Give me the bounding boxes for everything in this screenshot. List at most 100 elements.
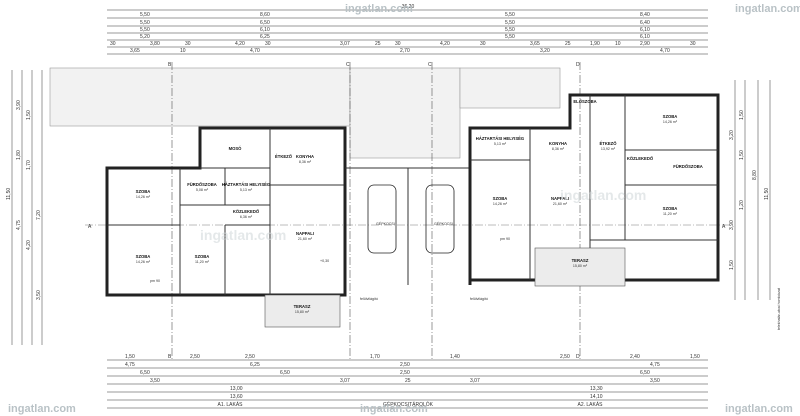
bottom-dim: 6,50 [640, 370, 650, 376]
watermark-center-left: ingatlan.com [200, 227, 286, 243]
room-area: 8,36 m² [552, 147, 565, 151]
level-note: +0,30 [320, 259, 329, 263]
watermark-center-right: ingatlan.com [560, 187, 646, 203]
watermark-bottom-right: ingatlan.com [725, 403, 793, 415]
axis-label-a-right: A [722, 224, 726, 230]
room-name: SZOBA [136, 254, 151, 259]
room-name: KÖZLEKEDŐ [627, 156, 654, 161]
left-dim: 4,20 [26, 240, 32, 250]
bottom-dim: 4,75 [125, 362, 135, 368]
car-right-icon [425, 184, 455, 254]
watermark-top-center: ingatlan.com [345, 3, 413, 15]
right-dim: 3,20 [729, 130, 735, 140]
axis-label-b-bottom: B [168, 354, 172, 360]
a1-apartment-walls [105, 126, 347, 297]
top-dim: 6,10 [260, 27, 270, 33]
top-dim: 4,20 [235, 41, 245, 47]
room-name: SZOBA [663, 206, 678, 211]
room-name: SZOBA [663, 114, 678, 119]
section-label-a1: A1. LAKÁS [217, 401, 243, 408]
room-area: 11,20 m² [663, 212, 678, 216]
bottom-dim: 13,60 [230, 394, 243, 400]
garage-label-left: GÉPKOCSI [376, 221, 395, 226]
garage-label-right: GÉPKOCSI [434, 221, 453, 226]
axis-label-a: A [88, 224, 92, 230]
left-dim: 1,80 [16, 150, 22, 160]
callout-note: felülvilágító [470, 297, 488, 301]
section-label-a2: A2. LAKÁS [577, 401, 603, 408]
bottom-dim: 13,30 [590, 386, 603, 392]
top-dim: 5,50 [505, 20, 515, 26]
right-dim: 1,50 [739, 150, 745, 160]
pm-note: pm 90 [500, 237, 510, 241]
room-area: 5,13 m² [240, 188, 253, 192]
left-dim: 11,50 [6, 188, 12, 200]
room-area: 15,80 m² [573, 264, 588, 268]
bottom-dim: 1,70 [370, 354, 380, 360]
room-area: 5,13 m² [494, 142, 507, 146]
bottom-dim: 1,50 [125, 354, 135, 360]
right-note: telekhatár-utcai homlokzat [777, 288, 781, 330]
room-name: KONYHA [296, 154, 314, 159]
top-dim: 8,60 [260, 12, 270, 18]
room-name: SZOBA [493, 196, 508, 201]
axis-label-d-bottom: D [576, 354, 580, 360]
a2-room-labels: ELŐSZOBA HÁZTARTÁSI HELYISÉG 5,13 m² KON… [476, 99, 703, 268]
top-dim: 30 [110, 41, 116, 47]
bottom-dim: 6,25 [250, 362, 260, 368]
a2-apartment-walls [468, 93, 720, 282]
bottom-dim: 3,50 [650, 378, 660, 384]
top-dim: 30 [185, 41, 191, 47]
top-dim: 4,20 [440, 41, 450, 47]
left-dim: 7,20 [36, 210, 42, 220]
bottom-dim: 4,75 [650, 362, 660, 368]
room-name: FÜRDŐSZOBA [187, 182, 217, 187]
room-area: 14,26 m² [663, 120, 678, 124]
site-ground-area [49, 67, 561, 159]
watermark-bottom-center: ingatlan.com [360, 403, 428, 415]
top-dim: 30 [690, 41, 696, 47]
top-dim: 10 [615, 41, 621, 47]
top-dim: 10 [180, 48, 186, 54]
car-left-icon [367, 184, 397, 254]
right-dim: 1,20 [739, 200, 745, 210]
room-name: ELŐSZOBA [573, 99, 596, 104]
top-dim: 6,10 [640, 34, 650, 40]
room-area: 21,60 m² [298, 237, 313, 241]
room-name: TERASZ [294, 304, 311, 309]
axis-label-b: B [168, 62, 172, 68]
top-dim: 4,70 [250, 48, 260, 54]
room-area: 8,36 m² [299, 160, 312, 164]
bottom-dim: 25 [405, 378, 411, 384]
bottom-dim: 2,50 [400, 362, 410, 368]
room-name: FÜRDŐSZOBA [673, 164, 703, 169]
room-name: NAPPALI [551, 196, 569, 201]
a1-room-labels: SZOBA 14,26 m² SZOBA 14,26 m² SZOBA 11,2… [136, 146, 314, 314]
room-name: KÖZLEKEDŐ [233, 209, 260, 214]
room-area: 14,26 m² [136, 195, 151, 199]
left-dimension-chains: 11,50 3,90 1,80 4,75 1,50 1,70 4,20 7,20… [6, 70, 43, 345]
top-dim: 6,25 [260, 34, 270, 40]
top-dim: 4,70 [660, 48, 670, 54]
room-name: ÉTKEZŐ [600, 141, 618, 146]
top-dimension-chains: 36,20 5,50 8,60 5,50 8,40 5,50 6,50 5,50… [107, 4, 708, 55]
top-dim: 1,90 [590, 41, 600, 47]
top-dim: 5,50 [505, 34, 515, 40]
top-dim: 2,70 [400, 48, 410, 54]
top-dim: 30 [480, 41, 486, 47]
right-dim: 11,50 [764, 188, 770, 200]
terraces [264, 247, 626, 328]
top-dim: 30 [395, 41, 401, 47]
bottom-dim: 1,50 [690, 354, 700, 360]
axis-label-d: D [576, 62, 580, 68]
left-dim: 1,70 [26, 160, 32, 170]
top-dim: 3,65 [530, 41, 540, 47]
room-name: SZOBA [195, 254, 210, 259]
bottom-dim: 3,50 [150, 378, 160, 384]
room-name: HÁZTARTÁSI HELYISÉG [222, 182, 270, 187]
bottom-dim: 6,50 [140, 370, 150, 376]
room-name: KONYHA [549, 141, 567, 146]
right-dimension-chains: 11,50 8,80 1,50 1,50 1,20 3,20 3,90 1,50… [729, 80, 781, 330]
room-name: ÉTKEZŐ [275, 154, 293, 159]
room-name: SZOBA [136, 189, 151, 194]
